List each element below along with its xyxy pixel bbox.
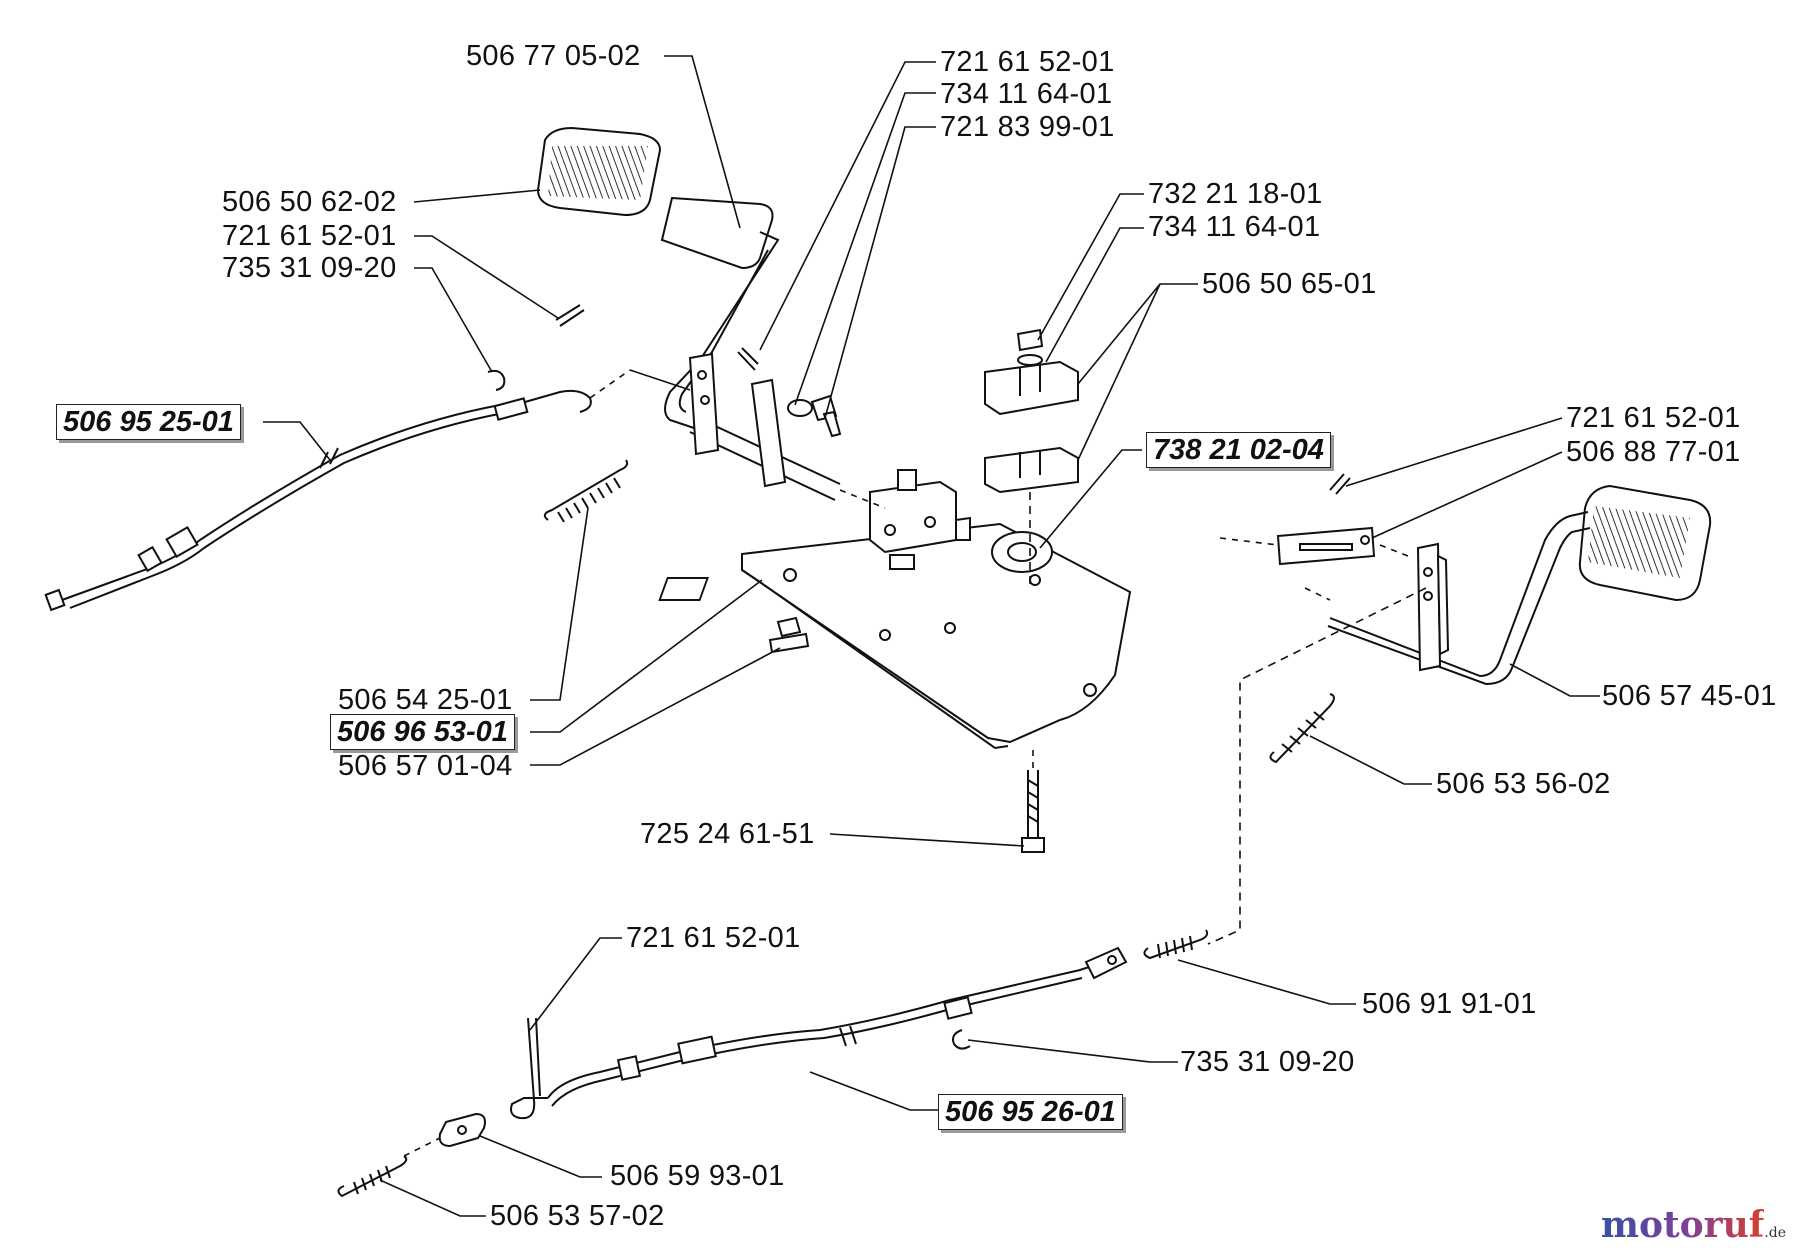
label-506-57-01-04: 506 57 01-04	[338, 750, 513, 782]
label-734-11-64-01-top: 734 11 64-01	[940, 78, 1113, 110]
label-721-61-52-01-left: 721 61 52-01	[222, 220, 397, 252]
label-506-54-25-01: 506 54 25-01	[338, 684, 513, 716]
label-506-57-45-01: 506 57 45-01	[1602, 680, 1777, 712]
label-734-11-64-01-right: 734 11 64-01	[1148, 211, 1321, 243]
label-721-61-52-01-top: 721 61 52-01	[940, 46, 1115, 78]
label-732-21-18-01: 732 21 18-01	[1148, 178, 1323, 210]
center-block	[869, 469, 971, 554]
left-pedal-assembly	[44, 126, 1045, 853]
label-506-53-56-02: 506 53 56-02	[1436, 768, 1611, 800]
label-735-31-09-20-left: 735 31 09-20	[222, 252, 397, 284]
pivot-bracket	[991, 531, 1053, 573]
label-506-77-05-02: 506 77 05-02	[466, 40, 641, 72]
label-506-50-65-01: 506 50 65-01	[1202, 268, 1377, 300]
base-plate	[658, 522, 1132, 750]
label-725-24-61-51: 725 24 61-51	[640, 818, 815, 850]
label-735-31-09-20-bottom: 735 31 09-20	[1180, 1046, 1355, 1078]
label-506-95-25-01: 506 95 25-01	[56, 404, 241, 440]
label-721-61-52-01-right: 721 61 52-01	[1566, 402, 1741, 434]
watermark-suffix: .de	[1764, 1225, 1786, 1241]
label-506-50-62-02: 506 50 62-02	[222, 186, 397, 218]
damper-blocks	[984, 328, 1079, 590]
label-506-91-91-01: 506 91 91-01	[1362, 988, 1537, 1020]
right-pedal-assembly	[1207, 473, 1712, 945]
label-721-61-52-01-bottom: 721 61 52-01	[626, 922, 801, 954]
label-738-21-02-04: 738 21 02-04	[1146, 432, 1331, 468]
label-506-95-26-01: 506 95 26-01	[938, 1094, 1123, 1130]
label-506-96-53-01: 506 96 53-01	[330, 714, 515, 750]
label-506-53-57-02: 506 53 57-02	[490, 1200, 665, 1232]
label-721-83-99-01: 721 83 99-01	[940, 111, 1115, 143]
watermark-logo: motoruf.de	[1601, 1204, 1786, 1246]
watermark-brand: motoruf	[1600, 1204, 1765, 1246]
label-506-59-93-01: 506 59 93-01	[610, 1160, 785, 1192]
label-506-88-77-01: 506 88 77-01	[1566, 436, 1741, 468]
leader-lines	[263, 55, 1600, 1217]
lower-cable-assembly	[337, 929, 1209, 1198]
